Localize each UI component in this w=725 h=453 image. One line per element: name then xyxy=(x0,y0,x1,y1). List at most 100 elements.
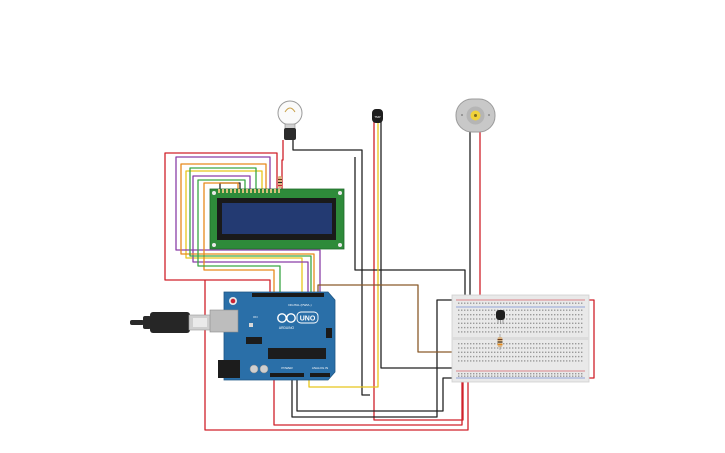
breadboard-hole[interactable] xyxy=(548,343,550,345)
breadboard-hole[interactable] xyxy=(578,331,580,333)
breadboard-hole[interactable] xyxy=(563,360,565,362)
breadboard-hole[interactable] xyxy=(479,331,481,333)
breadboard-hole[interactable] xyxy=(554,355,556,358)
breadboard-hole[interactable] xyxy=(464,302,466,304)
breadboard-hole[interactable] xyxy=(470,309,472,311)
breadboard-hole[interactable] xyxy=(572,302,574,304)
breadboard-hole[interactable] xyxy=(566,343,568,345)
breadboard-hole[interactable] xyxy=(512,314,514,316)
breadboard-hole[interactable] xyxy=(506,351,508,353)
breadboard-hole[interactable] xyxy=(527,302,529,304)
breadboard-hole[interactable] xyxy=(536,326,538,329)
breadboard-hole[interactable] xyxy=(482,331,484,333)
breadboard-hole[interactable] xyxy=(557,326,559,329)
breadboard-hole[interactable] xyxy=(566,331,568,333)
breadboard-hole[interactable] xyxy=(488,347,490,349)
breadboard-hole[interactable] xyxy=(497,302,499,304)
breadboard-hole[interactable] xyxy=(479,351,481,353)
breadboard-hole[interactable] xyxy=(509,302,511,304)
breadboard-hole[interactable] xyxy=(545,314,547,316)
breadboard-hole[interactable] xyxy=(539,326,541,329)
breadboard-hole[interactable] xyxy=(566,309,568,311)
breadboard-hole[interactable] xyxy=(530,331,532,333)
breadboard-hole[interactable] xyxy=(473,351,475,353)
breadboard-hole[interactable] xyxy=(521,331,523,333)
breadboard-hole[interactable] xyxy=(518,351,520,353)
breadboard-hole[interactable] xyxy=(467,302,469,304)
breadboard-hole[interactable] xyxy=(470,360,472,362)
breadboard-hole[interactable] xyxy=(572,326,574,329)
breadboard-hole[interactable] xyxy=(461,343,463,345)
breadboard-hole[interactable] xyxy=(503,331,505,333)
breadboard-hole[interactable] xyxy=(479,355,481,358)
breadboard-hole[interactable] xyxy=(461,326,463,329)
breadboard-hole[interactable] xyxy=(464,318,466,320)
breadboard-hole[interactable] xyxy=(482,373,484,375)
breadboard-hole[interactable] xyxy=(518,343,520,345)
breadboard-hole[interactable] xyxy=(509,360,511,362)
breadboard-hole[interactable] xyxy=(512,309,514,311)
breadboard-hole[interactable] xyxy=(506,375,508,377)
breadboard-hole[interactable] xyxy=(503,351,505,353)
breadboard-hole[interactable] xyxy=(527,347,529,349)
breadboard-hole[interactable] xyxy=(533,343,535,345)
breadboard-hole[interactable] xyxy=(464,314,466,316)
breadboard-hole[interactable] xyxy=(491,331,493,333)
breadboard-hole[interactable] xyxy=(551,375,553,377)
breadboard-hole[interactable] xyxy=(548,347,550,349)
breadboard-hole[interactable] xyxy=(536,318,538,320)
breadboard-hole[interactable] xyxy=(494,373,496,375)
wire-red-sensor[interactable] xyxy=(373,122,464,421)
breadboard-hole[interactable] xyxy=(542,375,544,377)
breadboard-hole[interactable] xyxy=(566,326,568,329)
breadboard-hole[interactable] xyxy=(458,360,460,362)
breadboard-hole[interactable] xyxy=(536,373,538,375)
usb-cable-icon[interactable] xyxy=(130,312,212,333)
breadboard-hole[interactable] xyxy=(491,360,493,362)
breadboard-hole[interactable] xyxy=(527,351,529,353)
breadboard-hole[interactable] xyxy=(563,314,565,316)
wire-yellow-sensor[interactable] xyxy=(308,122,379,388)
breadboard-hole[interactable] xyxy=(530,343,532,345)
breadboard-hole[interactable] xyxy=(545,343,547,345)
breadboard-hole[interactable] xyxy=(518,314,520,316)
breadboard-hole[interactable] xyxy=(467,318,469,320)
breadboard-hole[interactable] xyxy=(533,360,535,362)
breadboard-hole[interactable] xyxy=(554,309,556,311)
breadboard-hole[interactable] xyxy=(464,347,466,349)
breadboard-hole[interactable] xyxy=(536,375,538,377)
breadboard-hole[interactable] xyxy=(488,309,490,311)
breadboard-hole[interactable] xyxy=(509,351,511,353)
breadboard-hole[interactable] xyxy=(464,355,466,358)
breadboard-hole[interactable] xyxy=(575,309,577,311)
breadboard-hole[interactable] xyxy=(482,322,484,324)
breadboard-hole[interactable] xyxy=(551,302,553,304)
breadboard-hole[interactable] xyxy=(485,302,487,304)
breadboard-hole[interactable] xyxy=(581,373,583,375)
breadboard-hole[interactable] xyxy=(551,322,553,324)
breadboard-hole[interactable] xyxy=(533,326,535,329)
breadboard-hole[interactable] xyxy=(506,343,508,345)
breadboard-hole[interactable] xyxy=(572,343,574,345)
breadboard-hole[interactable] xyxy=(563,375,565,377)
breadboard-hole[interactable] xyxy=(572,375,574,377)
breadboard-hole[interactable] xyxy=(458,343,460,345)
breadboard-hole[interactable] xyxy=(518,375,520,377)
breadboard-hole[interactable] xyxy=(572,318,574,320)
breadboard-hole[interactable] xyxy=(476,314,478,316)
breadboard-hole[interactable] xyxy=(569,326,571,329)
breadboard-hole[interactable] xyxy=(569,331,571,333)
breadboard-hole[interactable] xyxy=(539,351,541,353)
breadboard-hole[interactable] xyxy=(467,375,469,377)
breadboard-hole[interactable] xyxy=(518,318,520,320)
breadboard-hole[interactable] xyxy=(491,373,493,375)
breadboard-hole[interactable] xyxy=(476,302,478,304)
breadboard-hole[interactable] xyxy=(500,351,502,353)
breadboard-hole[interactable] xyxy=(557,347,559,349)
breadboard-hole[interactable] xyxy=(521,318,523,320)
breadboard-hole[interactable] xyxy=(551,373,553,375)
breadboard-hole[interactable] xyxy=(461,355,463,358)
resistor-icon[interactable] xyxy=(497,334,503,350)
breadboard-hole[interactable] xyxy=(548,318,550,320)
breadboard-hole[interactable] xyxy=(509,326,511,329)
